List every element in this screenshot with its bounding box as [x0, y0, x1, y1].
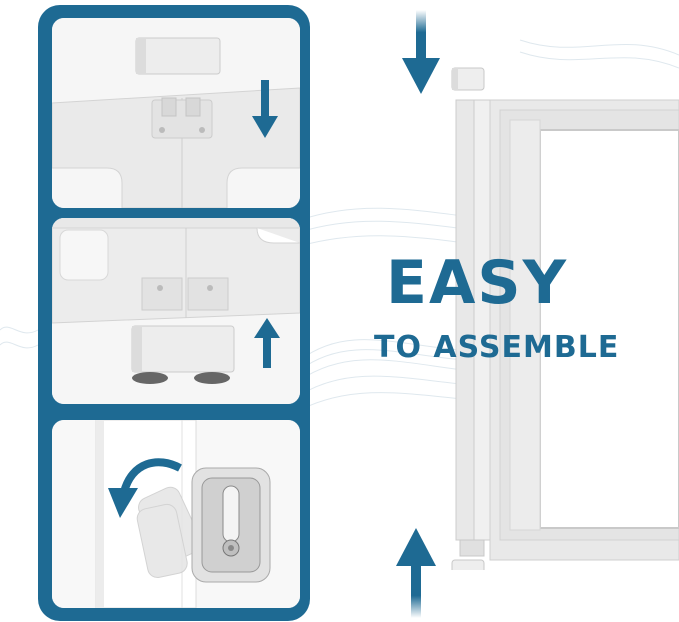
gate-illustration — [451, 67, 679, 570]
rotate-arrow-icon — [108, 458, 182, 518]
arrow-up-icon — [396, 528, 436, 618]
arrow-down-icon — [252, 80, 278, 138]
headline-sub: TO ASSEMBLE — [374, 330, 620, 365]
headline: EASY TO ASSEMBLE — [330, 248, 650, 366]
headline-main: EASY — [386, 248, 569, 318]
arrow-up-icon — [254, 318, 280, 368]
step-2-panel — [52, 218, 300, 404]
step-2-illustration — [52, 218, 300, 404]
step-1-panel — [52, 18, 300, 208]
step-3-panel — [52, 420, 300, 608]
arrow-down-icon — [402, 10, 440, 94]
step-3-illustration — [52, 420, 300, 608]
step-1-illustration — [52, 18, 300, 208]
